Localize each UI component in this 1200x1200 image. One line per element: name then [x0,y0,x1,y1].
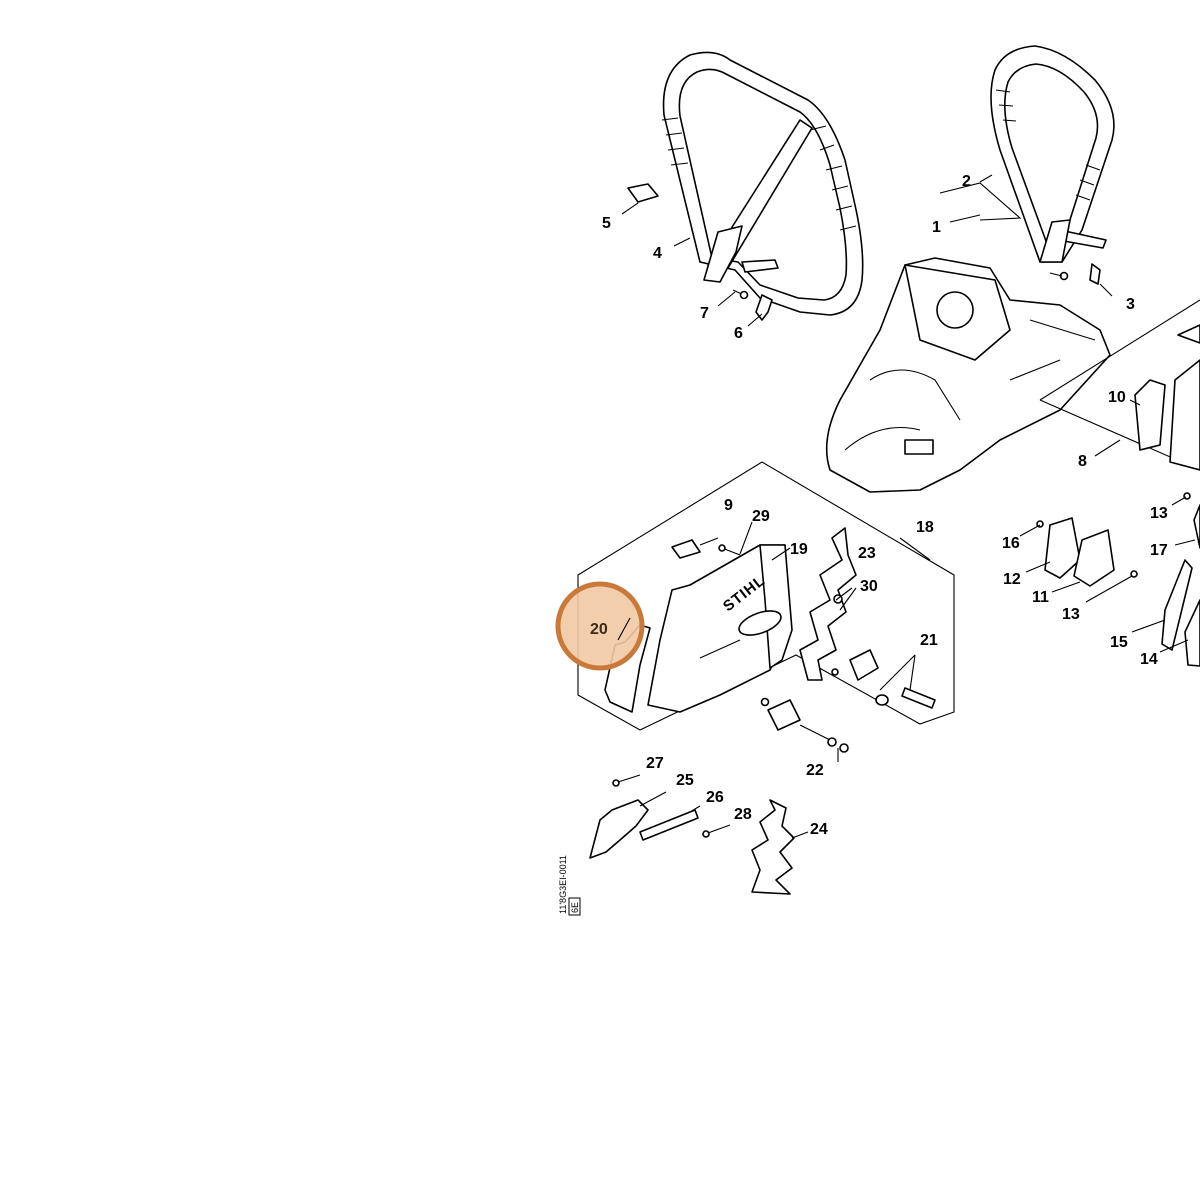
screw-7[interactable] [732,289,749,300]
part-15[interactable] [1161,559,1193,651]
callout-2[interactable]: 2 [962,173,971,190]
front-handle-4[interactable] [661,51,864,316]
callout-labels: 1 2 3 4 5 6 7 8 9 10 11 12 13 13 14 15 1… [602,173,1168,838]
callout-19[interactable]: 19 [790,541,808,558]
sprocket-cover-19[interactable]: STIHL [647,544,793,713]
callout-4[interactable]: 4 [653,245,662,262]
clip-6[interactable] [755,294,773,321]
bumper-spike-23[interactable] [799,527,857,681]
document-code: 11'8G3EI-0011 6E [558,855,581,916]
callout-20: 20 [590,621,608,638]
callout-26[interactable]: 26 [706,789,724,806]
callout-8[interactable]: 8 [1078,453,1087,470]
callout-28[interactable]: 28 [734,806,752,823]
callout-21[interactable]: 21 [920,632,938,649]
callout-23[interactable]: 23 [858,545,876,562]
callout-12[interactable]: 12 [1003,571,1021,588]
callout-1[interactable]: 1 [932,219,941,236]
rear-handle-1-2[interactable] [990,45,1115,263]
callout-25[interactable]: 25 [676,772,694,789]
doc-badge: 6E [570,902,580,913]
clip-3[interactable] [1089,263,1101,285]
part-10[interactable] [1134,379,1166,451]
callout-29[interactable]: 29 [752,508,770,525]
callout-27[interactable]: 27 [646,755,664,772]
spacer-21[interactable] [831,649,936,709]
part-14[interactable] [1184,599,1200,667]
screw-28[interactable] [702,830,710,838]
callout-17[interactable]: 17 [1150,542,1168,559]
part-17[interactable] [1193,504,1200,549]
pin-13b[interactable] [1130,570,1138,578]
strip-26[interactable] [639,809,699,841]
panel-8 [1039,299,1200,471]
callout-7[interactable]: 7 [700,305,709,322]
callout-16[interactable]: 16 [1002,535,1020,552]
callout-30[interactable]: 30 [860,578,878,595]
callout-3[interactable]: 3 [1126,296,1135,313]
callout-15[interactable]: 15 [1110,634,1128,651]
callout-22[interactable]: 22 [806,762,824,779]
screw-27[interactable] [612,779,620,787]
highlight-callout-20[interactable]: 20 [555,581,645,671]
callout-24[interactable]: 24 [810,821,828,838]
leader-lines [617,174,1196,839]
bolt-22[interactable] [760,697,849,753]
saw-housing[interactable] [825,257,1111,493]
part-12[interactable] [1044,517,1081,579]
plate-25[interactable] [589,799,649,859]
screw-29[interactable] [718,544,741,556]
bumper-spike-24[interactable] [751,799,795,895]
callout-5[interactable]: 5 [602,215,611,232]
callout-6[interactable]: 6 [734,325,743,342]
callout-14[interactable]: 14 [1140,651,1158,668]
pad-5[interactable] [627,183,659,203]
doc-code: 11'8G3EI-0011 [558,855,568,914]
callout-10[interactable]: 10 [1108,389,1126,406]
callout-13b[interactable]: 13 [1062,606,1080,623]
callout-13a[interactable]: 13 [1150,505,1168,522]
callout-9[interactable]: 9 [724,497,733,514]
callout-18[interactable]: 18 [916,519,934,536]
frame-18 [577,461,955,731]
part-11[interactable] [1073,529,1115,587]
callout-11[interactable]: 11 [1032,589,1049,606]
pad-9[interactable] [671,539,701,559]
